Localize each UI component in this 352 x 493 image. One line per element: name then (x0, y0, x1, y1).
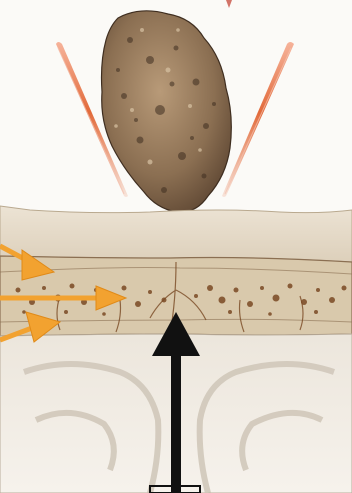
impact-streak-right-icon (222, 42, 294, 197)
top-mark-icon (226, 0, 232, 8)
arrow-shaft (171, 344, 181, 493)
scalp-layer (0, 206, 352, 262)
